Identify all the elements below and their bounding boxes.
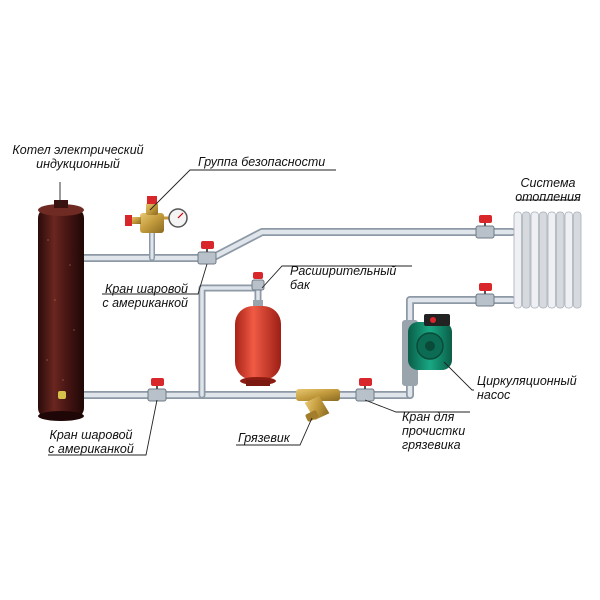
label-boiler-line1: Котел электрический — [12, 143, 144, 157]
safety-group-icon — [125, 196, 172, 233]
radiator-fin — [539, 211, 548, 309]
radiator-fin — [564, 211, 573, 309]
label-expansion-tank-line1: Расширительный — [290, 264, 397, 278]
leader-lines — [48, 169, 580, 456]
strainer-valve-icon — [355, 378, 375, 402]
label-circulation-pump-line1: Циркуляционный — [477, 374, 577, 388]
label-heating-system: Система отопления — [505, 176, 591, 204]
tank-valve-icon — [251, 272, 265, 291]
leader-strainer-valve — [364, 399, 470, 413]
pipes — [80, 228, 516, 399]
label-ball-valve-top-line1: Кран шаровой — [104, 282, 188, 296]
label-circulation-pump-line2: насос — [477, 388, 511, 402]
leader-expansion-tank — [261, 265, 412, 289]
leader-safety-group — [149, 169, 336, 211]
radiator-fin — [573, 211, 582, 309]
label-ball-valve-top-line2: с американкой — [102, 296, 188, 310]
radiator-fin — [513, 211, 522, 309]
label-heating-system-line1: Система — [520, 176, 576, 190]
label-boiler-line2: индукционный — [36, 157, 120, 171]
ball-valve-bottom-icon — [147, 378, 167, 402]
label-ball-valve-bottom-line1: Кран шаровой — [49, 428, 133, 442]
label-safety-group: Группа безопасности — [198, 155, 326, 169]
label-expansion-tank-line2: бак — [290, 278, 310, 292]
expansion-tank-icon — [235, 300, 281, 386]
label-strainer-valve-line3: грязевика — [402, 438, 461, 452]
label-strainer-valve-line1: Кран для — [402, 410, 455, 424]
label-ball-valve-bottom-line2: с американкой — [48, 442, 134, 456]
radiator-icon — [513, 211, 582, 309]
radiator-fin — [556, 211, 565, 309]
circulation-pump-icon — [402, 314, 452, 386]
radiator-fin — [530, 211, 539, 309]
ball-valve-top-icon — [197, 241, 217, 265]
label-heating-system-line2: отопления — [515, 190, 581, 204]
label-expansion-tank: Расширительный бак — [290, 264, 396, 292]
label-strainer-valve-line2: прочистки — [402, 424, 466, 438]
radiator-fin — [522, 211, 531, 309]
label-strainer-valve: Кран для прочистки грязевика — [402, 410, 465, 452]
leader-ball-valve-top — [102, 263, 208, 295]
leader-pump — [443, 361, 474, 391]
label-ball-valve-top: Кран шаровой с американкой — [66, 282, 188, 310]
label-circulation-pump: Циркуляционный насос — [477, 374, 577, 402]
strainer-icon — [296, 389, 340, 422]
label-strainer: Грязевик — [238, 431, 290, 445]
leader-ball-valve-bottom — [48, 399, 158, 456]
leader-strainer — [236, 417, 313, 446]
label-boiler: Котел электрический индукционный — [4, 143, 152, 171]
supply-pipe — [80, 228, 516, 262]
ball-valve-radiator-top-icon — [475, 215, 495, 239]
label-ball-valve-bottom: Кран шаровой с американкой — [30, 428, 152, 456]
boiler-icon — [38, 200, 84, 421]
pressure-gauge-icon — [168, 208, 188, 228]
radiator-fin — [547, 211, 556, 309]
ball-valve-radiator-bottom-icon — [475, 283, 495, 307]
